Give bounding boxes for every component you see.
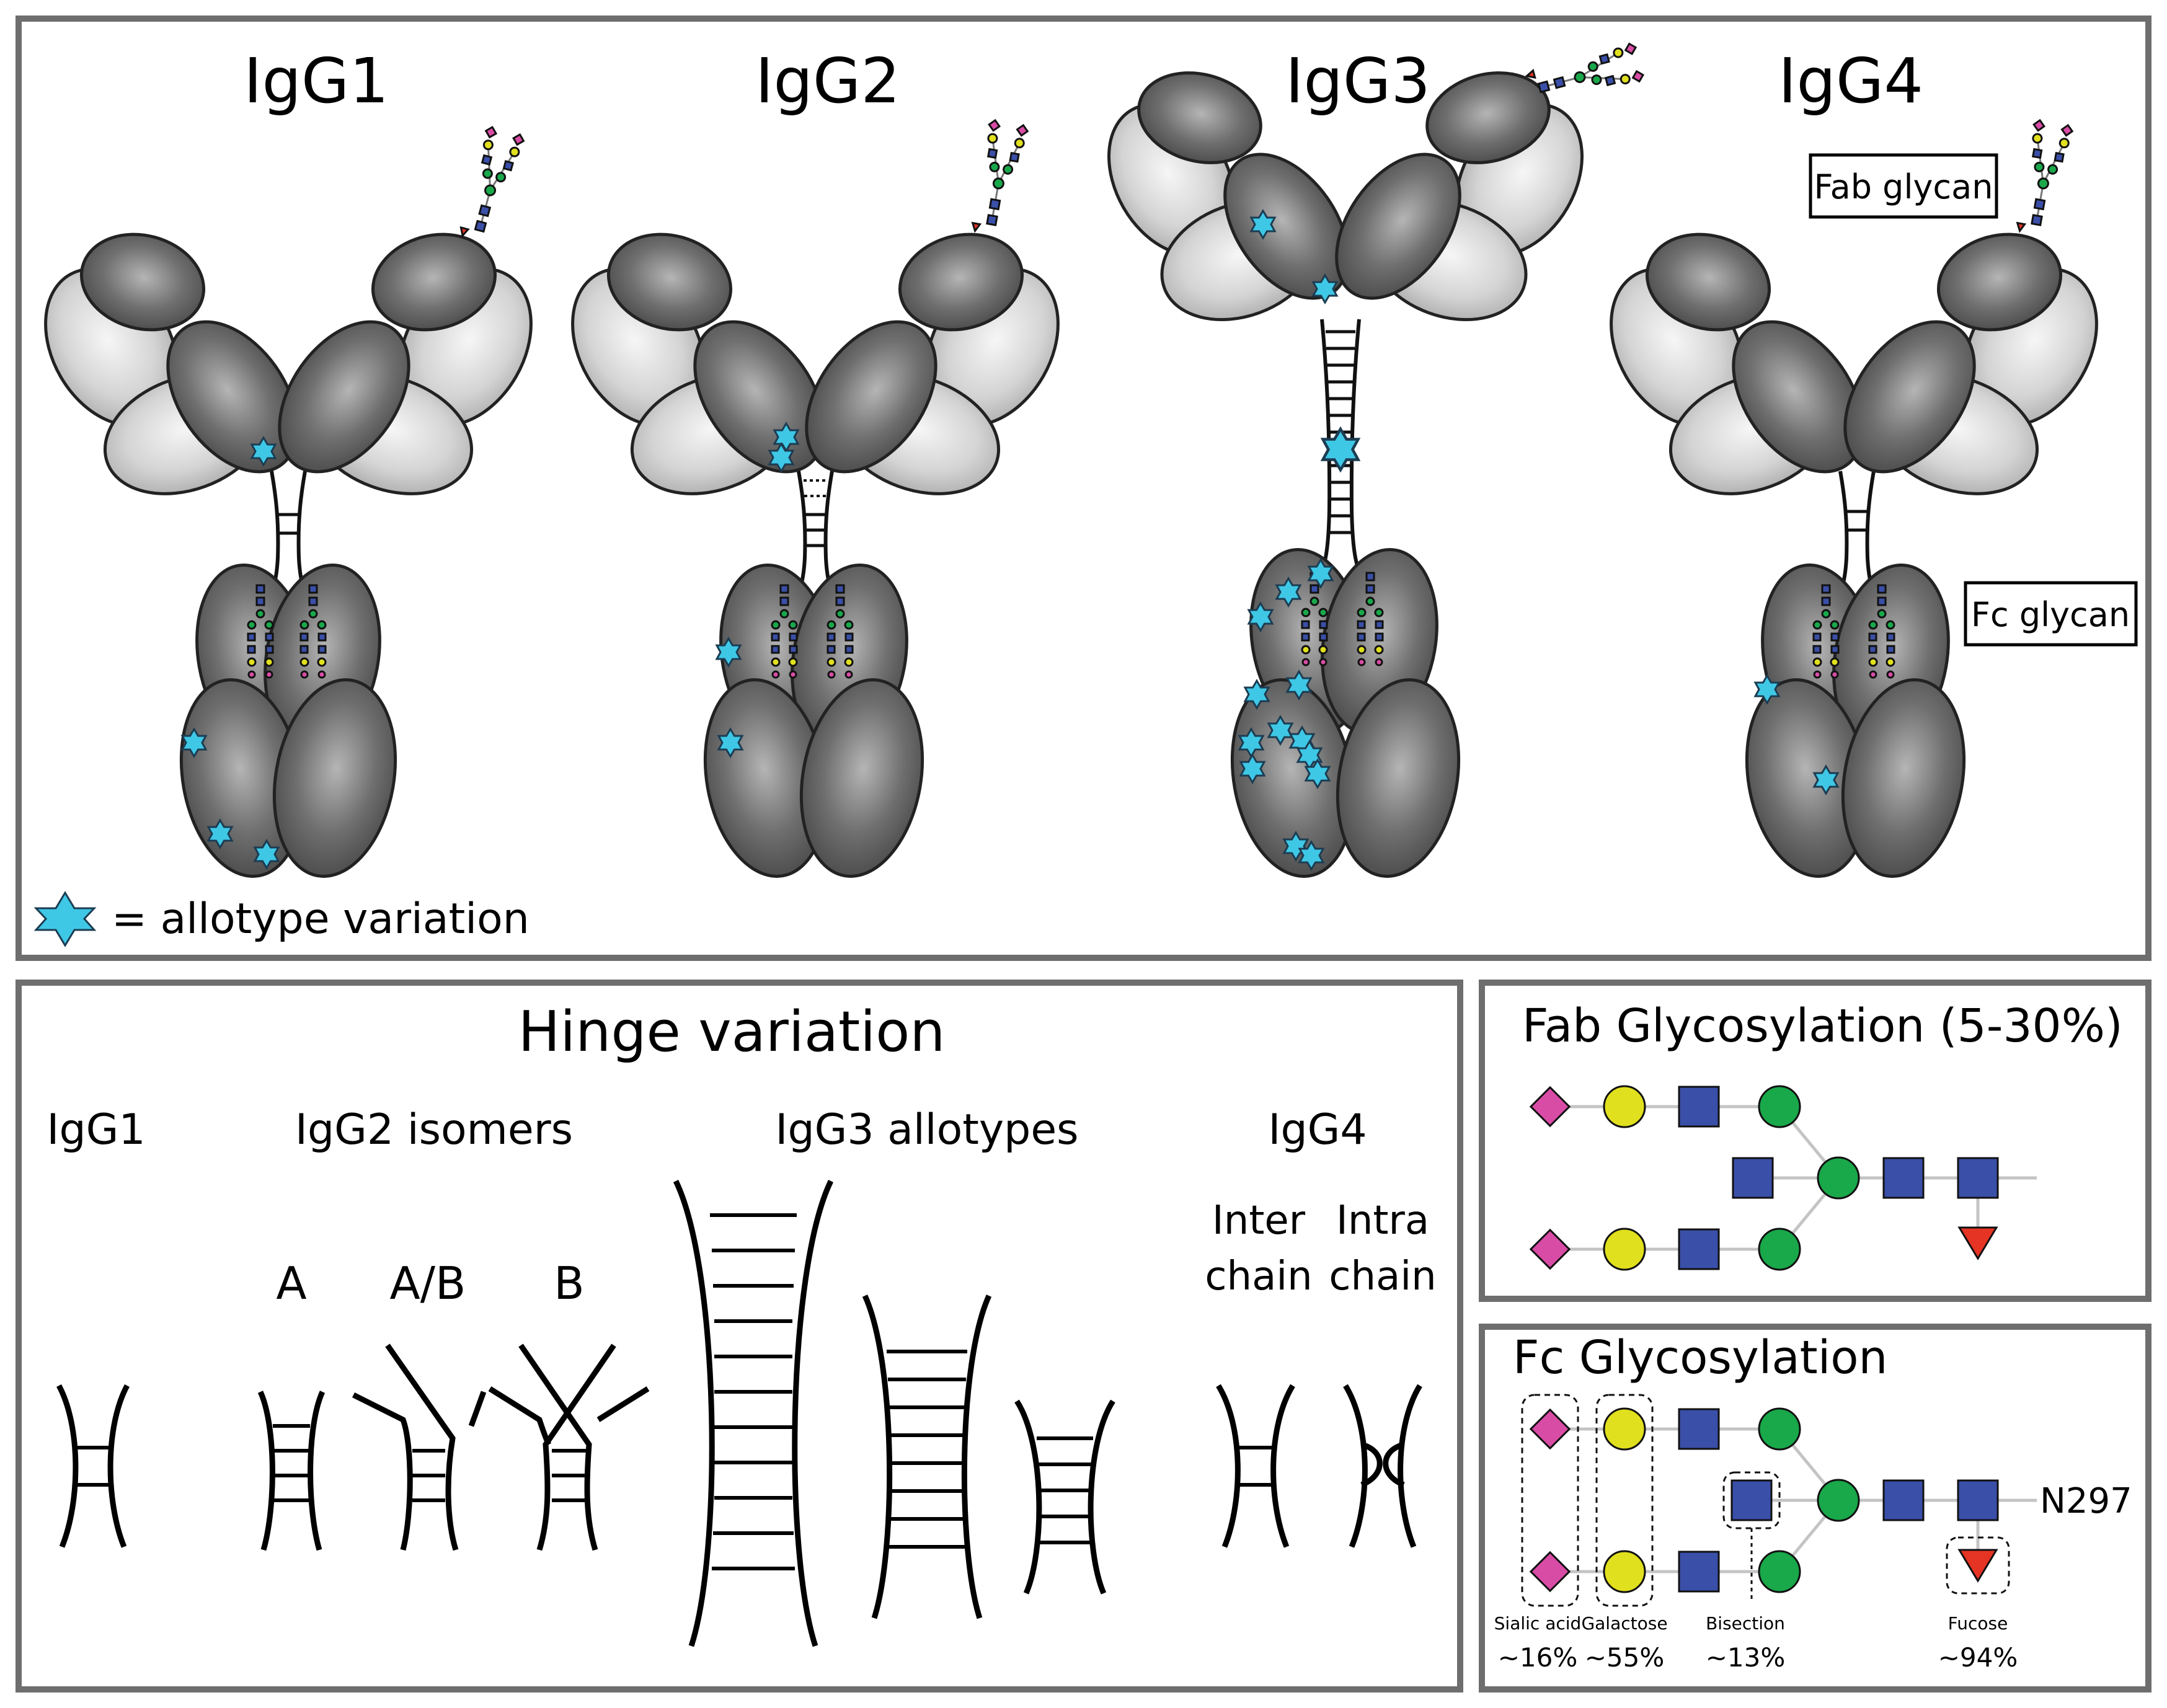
isomer-b-label: B [554,1257,584,1309]
sialic-acid-group [1521,1394,1579,1607]
title-igg1: IgG1 [244,45,389,117]
title-igg2: IgG2 [755,45,900,117]
inter-chain-label-1: Inter [1212,1198,1306,1244]
galactose-label: Galactose [1581,1613,1667,1634]
fc-glyco-title: Fc Glycosylation [1513,1331,1887,1384]
hinge-igg2-ab [352,1343,487,1551]
panel-hinge-variation [16,980,1463,1693]
hinge-label-igg2: IgG2 isomers [295,1105,573,1154]
isomer-ab-label: A/B [390,1257,466,1309]
title-igg4: IgG4 [1778,45,1923,117]
fab-glyco-title: Fab Glycosylation (5-30%) [1522,999,2123,1053]
sialic-acid-percent: ~16% [1498,1642,1578,1673]
isomer-a-label: A [276,1257,306,1309]
galactose-group [1595,1394,1654,1607]
panel-fc-glycosylation [1479,1324,2151,1693]
intra-chain-label-2: chain [1329,1254,1436,1299]
fc-glycan-label-box [1964,581,2138,647]
fucose-percent: ~94% [1938,1642,2018,1673]
intra-chain-label-1: Intra [1336,1198,1429,1244]
allotype-star-icon [33,891,97,947]
hinge-igg2-b [488,1343,650,1551]
hinge-title: Hinge variation [518,999,946,1064]
hinge-label-igg1: IgG1 [47,1105,145,1154]
igg3-antibody [1107,41,1646,878]
hinge-label-igg3: IgG3 allotypes [775,1105,1078,1154]
fab-glycan-label: Fab glycan [1814,167,1993,206]
fab-glycan-label-box [1809,153,1998,219]
hinge-igg2-a [257,1391,326,1551]
igg2-antibody [571,118,1060,878]
hinge-igg3-long [673,1180,834,1647]
galactose-percent: ~55% [1585,1642,1665,1673]
fab-glycan-structure [1529,1085,2037,1271]
hinge-igg3-medium [862,1294,992,1619]
allotype-legend-text: = allotype variation [112,895,530,944]
igg1-antibody [44,125,533,878]
fucose-label: Fucose [1948,1613,2008,1634]
bisection-label: Bisection [1706,1613,1785,1634]
hinge-igg1 [56,1384,130,1548]
title-igg3: IgG3 [1285,45,1430,117]
fucose-group [1946,1536,2010,1595]
hinge-label-igg4: IgG4 [1268,1105,1367,1154]
allotype-legend: = allotype variation [33,891,530,947]
igg4-antibody: Fab glycan Fc glycan [1610,118,2138,878]
panel-fab-glycosylation [1479,980,2151,1302]
sialic-acid-label: Sialic acid [1494,1613,1582,1634]
bisection-percent: ~13% [1706,1642,1786,1673]
inter-chain-label-2: chain [1205,1254,1312,1299]
n297-site-label: N297 [2040,1481,2132,1521]
hinge-igg4-inter [1216,1384,1295,1548]
hinge-igg4-intra [1343,1384,1422,1548]
bisection-group [1722,1471,1781,1529]
hinge-igg3-short [1014,1399,1115,1595]
fc-glycan-label: Fc glycan [1971,595,2130,634]
fc-glycan-structure [1521,1394,2037,1607]
panel-igg-structures [16,15,2151,961]
